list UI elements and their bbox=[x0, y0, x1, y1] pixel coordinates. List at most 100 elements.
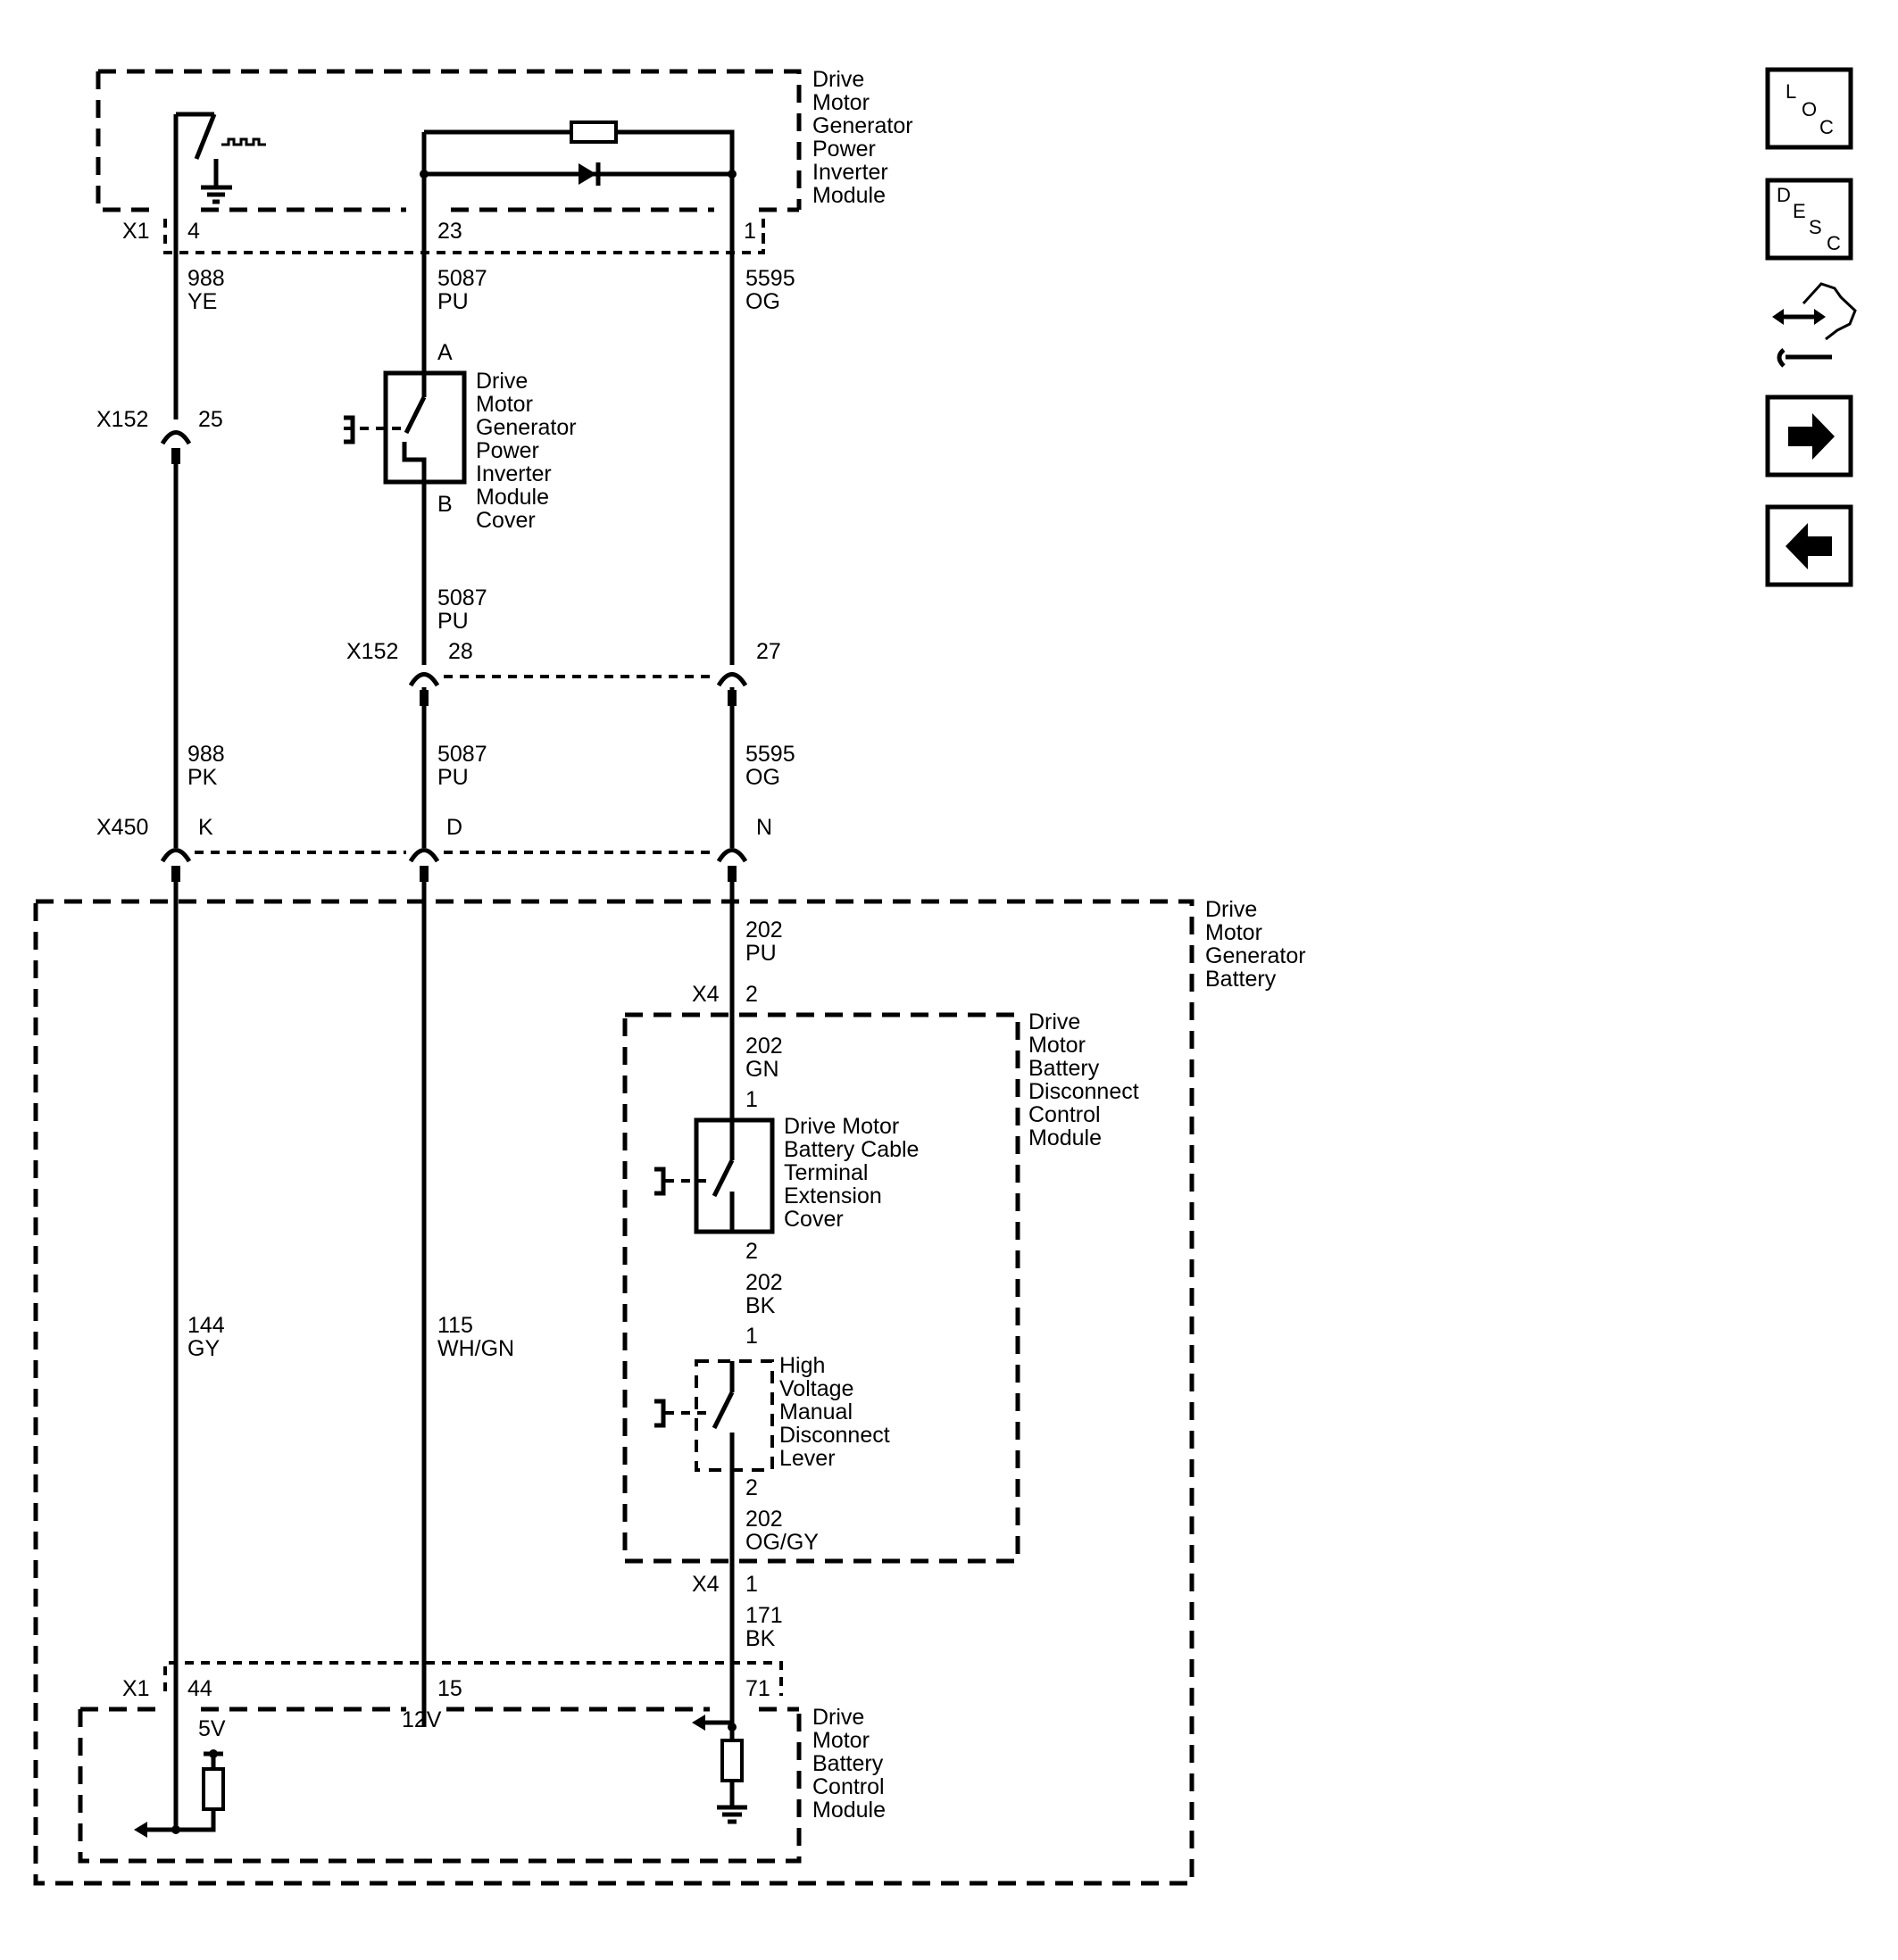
disconnect-module bbox=[622, 1012, 1020, 1564]
loc-letter-o: O bbox=[1802, 98, 1817, 120]
pin-44: 44 bbox=[187, 1676, 212, 1701]
pin-n: N bbox=[756, 815, 772, 840]
voltage-5v: 5V bbox=[198, 1716, 226, 1741]
prev-button[interactable] bbox=[1765, 504, 1853, 587]
wire-5087b-color: PU bbox=[437, 609, 469, 634]
desc-letter-c: C bbox=[1827, 232, 1841, 254]
battery-control-module bbox=[78, 1661, 802, 1864]
cable-cover-label-5: Cover bbox=[784, 1207, 844, 1232]
cable-cover-label-4: Extension bbox=[784, 1183, 882, 1208]
disconnect-label-6: Module bbox=[1028, 1125, 1102, 1150]
wire-171-num: 171 bbox=[745, 1603, 783, 1628]
disconnect-label-3: Battery bbox=[1028, 1056, 1100, 1081]
wire-988-color: YE bbox=[187, 289, 217, 314]
wire-144-color: GY bbox=[187, 1336, 220, 1361]
bcm-label-4: Control bbox=[812, 1774, 885, 1799]
pin-4: 4 bbox=[187, 219, 200, 244]
bcm-label-2: Motor bbox=[812, 1728, 870, 1753]
pin-d: D bbox=[446, 815, 462, 840]
x152-left-label: X152 bbox=[96, 407, 148, 432]
loc-button[interactable]: L O C bbox=[1765, 67, 1853, 150]
pin-25: 25 bbox=[198, 407, 223, 432]
pin-x4-1: 1 bbox=[745, 1572, 758, 1597]
inverter-label-4: Power bbox=[812, 137, 876, 162]
bcm-label-3: Battery bbox=[812, 1751, 884, 1776]
pin-15: 15 bbox=[437, 1676, 462, 1701]
next-button[interactable] bbox=[1765, 394, 1853, 478]
battery-module bbox=[33, 899, 1195, 1886]
disconnect-label-5: Control bbox=[1028, 1102, 1101, 1127]
disconnect-label-1: Drive bbox=[1028, 1009, 1080, 1034]
wire-5595b-color: OG bbox=[745, 765, 780, 790]
pin-sw2-2: 2 bbox=[745, 1475, 758, 1500]
wire-5087c-num: 5087 bbox=[437, 742, 487, 767]
x1-bottom-label: X1 bbox=[122, 1676, 150, 1701]
x152-pin28-27-connector bbox=[408, 672, 748, 706]
pin-71: 71 bbox=[745, 1676, 770, 1701]
pin-1: 1 bbox=[744, 219, 756, 244]
loc-letter-l: L bbox=[1786, 80, 1796, 103]
desc-button[interactable]: D E S C bbox=[1765, 178, 1853, 261]
manual-disconnect-switch bbox=[654, 1359, 774, 1472]
pullup-5v bbox=[134, 1749, 225, 1838]
pin-23: 23 bbox=[437, 219, 462, 244]
lever-label-5: Lever bbox=[779, 1446, 836, 1471]
battery-label-3: Generator bbox=[1205, 943, 1306, 968]
pin-b: B bbox=[437, 492, 453, 517]
x152-mid-label: X152 bbox=[346, 639, 398, 664]
x1-top-label: X1 bbox=[122, 219, 150, 244]
arrow-left-icon bbox=[1786, 523, 1832, 569]
loc-letter-c: C bbox=[1819, 116, 1834, 138]
inverter-module: Drive Motor Generator Power Inverter Mod… bbox=[96, 67, 913, 254]
pin-k: K bbox=[198, 815, 213, 840]
cover-label-5: Inverter bbox=[476, 461, 552, 486]
inverter-label-6: Module bbox=[812, 183, 886, 208]
wire-202bk-color: BK bbox=[745, 1293, 776, 1318]
cable-cover-label-1: Drive Motor bbox=[784, 1114, 899, 1139]
ground-circuit bbox=[692, 1715, 747, 1824]
inverter-cover-switch bbox=[344, 370, 467, 485]
battery-label-2: Motor bbox=[1205, 920, 1262, 945]
battery-label-1: Drive bbox=[1205, 897, 1257, 922]
lever-label-1: High bbox=[779, 1353, 825, 1378]
x450-connector bbox=[160, 848, 748, 882]
desc-letter-e: E bbox=[1793, 200, 1806, 222]
wire-988pk-num: 988 bbox=[187, 742, 225, 767]
wire-5087b-num: 5087 bbox=[437, 586, 487, 610]
wire-988pk-color: PK bbox=[187, 765, 218, 790]
inverter-label-3: Generator bbox=[812, 113, 913, 138]
disconnect-label-4: Disconnect bbox=[1028, 1079, 1139, 1104]
inverter-label-2: Motor bbox=[812, 90, 870, 115]
bcm-label-1: Drive bbox=[812, 1705, 864, 1730]
pin-28: 28 bbox=[448, 639, 473, 664]
connector-swap-icon[interactable] bbox=[1772, 282, 1857, 368]
arrow-right-icon bbox=[1788, 413, 1835, 460]
x152-pin25-connector bbox=[160, 430, 192, 464]
wire-115-num: 115 bbox=[437, 1313, 473, 1338]
cover-label-3: Generator bbox=[476, 415, 577, 440]
cover-label-6: Module bbox=[476, 485, 549, 510]
wire-5087-num: 5087 bbox=[437, 266, 487, 291]
wire-202oggy-num: 202 bbox=[745, 1507, 783, 1532]
inverter-label-1: Drive bbox=[812, 67, 864, 92]
pin-sw1-1: 1 bbox=[745, 1087, 758, 1112]
cable-cover-label-3: Terminal bbox=[784, 1160, 868, 1185]
wire-202gn-num: 202 bbox=[745, 1034, 783, 1059]
lever-label-2: Voltage bbox=[779, 1376, 853, 1401]
inverter-resistor bbox=[570, 120, 618, 144]
wire-202pu-num: 202 bbox=[745, 918, 783, 943]
cover-label-2: Motor bbox=[476, 392, 533, 417]
battery-label-4: Battery bbox=[1205, 967, 1277, 992]
wire-5595b-num: 5595 bbox=[745, 742, 795, 767]
bcm-label-5: Module bbox=[812, 1798, 886, 1823]
pin-27: 27 bbox=[756, 639, 781, 664]
x4-bottom-label: X4 bbox=[692, 1572, 720, 1597]
pulse-output-symbol bbox=[176, 112, 266, 204]
wire-5087-color: PU bbox=[437, 289, 469, 314]
cover-label-7: Cover bbox=[476, 508, 536, 533]
wire-988-num: 988 bbox=[187, 266, 225, 291]
wire-5087c-color: PU bbox=[437, 765, 469, 790]
desc-letter-d: D bbox=[1777, 184, 1791, 206]
voltage-12v: 12V bbox=[402, 1707, 442, 1732]
